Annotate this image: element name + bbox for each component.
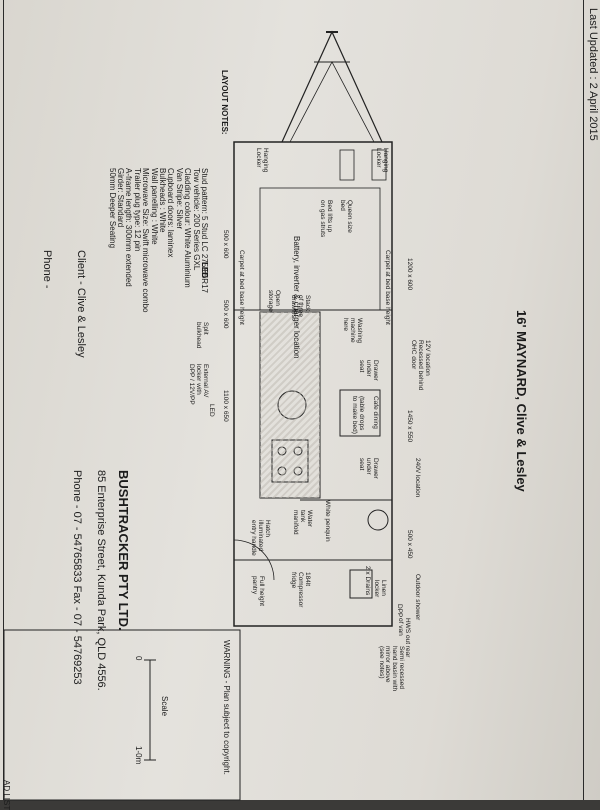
- label-external-av: External AV locker with DPP / 12V/PP: [188, 364, 209, 405]
- toilet: [367, 509, 389, 531]
- label-12v: 12V location Recessed behind OHC door: [410, 340, 431, 391]
- label-hanging-locker-left: Hanging Locker: [255, 148, 269, 173]
- label-pantry: Full height pantry: [251, 576, 265, 606]
- note-item: Cladding colour: White Aluminium: [183, 168, 193, 288]
- pillow-2: [339, 149, 355, 181]
- cafe-table: [339, 389, 381, 437]
- note-item: Microwave Size: Swift microwave combo: [141, 168, 151, 313]
- label-led-small: LED: [208, 404, 215, 417]
- label-stack-drawers: Stack of three drawers: [290, 295, 311, 319]
- title-block: [3, 629, 241, 801]
- scale-start: 0: [134, 656, 143, 661]
- label-fridge: 184lt Compressor fridge: [290, 572, 311, 608]
- label-white-penquin: White penquin: [324, 500, 331, 542]
- bench-hatching: [260, 312, 320, 498]
- layout-notes-list: Stud pattern: 5 Stud LC 275/65R17 Tow ve…: [107, 168, 209, 313]
- a-frame-inner: [289, 61, 375, 143]
- scale-label: Scale: [160, 696, 169, 717]
- note-item: Stud pattern: 5 Stud LC 275/65R17: [200, 168, 209, 293]
- dim-500-left: 500 x 600: [222, 230, 229, 259]
- label-drawer-seat-2: Drawer under seat: [358, 458, 379, 479]
- label-outdoor-shower: Outdoor shower: [414, 574, 421, 621]
- note-item: Wall panelling : White: [149, 168, 159, 245]
- label-carpet-left: Carpet at bed base height: [238, 250, 245, 325]
- entry-door: [233, 539, 275, 581]
- company-name: BUSHTRACKER PTY LTD.: [116, 470, 131, 631]
- label-bed-lifts: Bed lifts up on gas struts: [319, 200, 333, 238]
- layout-notes-heading: LAYOUT NOTES:: [220, 70, 229, 135]
- scale-end: 1-0m: [134, 746, 143, 765]
- label-drawer-seat-1: Drawer under seat: [358, 360, 379, 381]
- label-drains: 2 x Drains: [364, 566, 371, 596]
- note-item: A-frame length: 300mm extended: [124, 168, 134, 287]
- company-address: 85 Enterprise Street, Kunda Park, QLD 45…: [95, 470, 107, 691]
- label-vanity: Semi recessed hand basin with mirror abo…: [377, 646, 405, 692]
- label-washing: Washing machine here: [342, 318, 363, 344]
- van-outline: [233, 141, 393, 627]
- dim-1100: 1100 x 650: [222, 390, 229, 422]
- label-linen: Linen locker: [373, 580, 387, 598]
- dim-500-mid: 500 x 600: [222, 300, 229, 329]
- a-frame: [281, 30, 383, 143]
- note-item: 50mm Deeper Seating: [107, 168, 117, 249]
- pillow-1: [371, 149, 387, 181]
- label-open-storage: Open storage: [267, 290, 281, 312]
- dim-500-450: 500 x 450: [406, 530, 413, 559]
- note-item: Girder: Standard: [116, 168, 126, 228]
- label-split-bulkhead: Split bulkhead: [195, 322, 209, 349]
- note-item: Van Stripe: Silver: [174, 168, 184, 230]
- dim-1200: 1200 x 600: [406, 258, 413, 291]
- label-dpp: DPP: [396, 604, 403, 618]
- label-hatch-light: Hatch illuminated entry handle: [250, 520, 271, 556]
- dim-1450: 1450 x 550: [406, 410, 413, 443]
- phone-label: Phone -: [41, 250, 53, 289]
- note-item: Bulkheads : White: [158, 168, 168, 233]
- label-queen-bed: Queen size bed: [339, 200, 353, 233]
- warning-text: WARNING - Plan subject to copyright.: [222, 640, 231, 775]
- note-item: Tow vehicle: 200 Series GXL: [191, 168, 201, 271]
- label-240v: 240V location: [414, 458, 421, 498]
- company-contact: Phone - 07 - 54765833 Fax - 07 - 5476925…: [71, 470, 83, 685]
- note-item: Trailer plug type: 12 pin: [132, 168, 142, 252]
- label-carpet-right: Carpet at bed base height: [384, 250, 391, 325]
- label-cafe: Cafe dining: [372, 396, 379, 429]
- label-water-tank: Water tank manifold: [292, 510, 313, 535]
- layout-notes-cut-off: AD LIST: [2, 780, 11, 810]
- label-hanging-locker-right: Hanging Locker: [375, 148, 389, 173]
- basin: [349, 569, 373, 599]
- label-table-drops: (table drops to make bed): [351, 396, 365, 434]
- note-item: Cupboard doors: laminex: [166, 168, 176, 258]
- client-label: Client - Clive & Lesley: [75, 250, 87, 358]
